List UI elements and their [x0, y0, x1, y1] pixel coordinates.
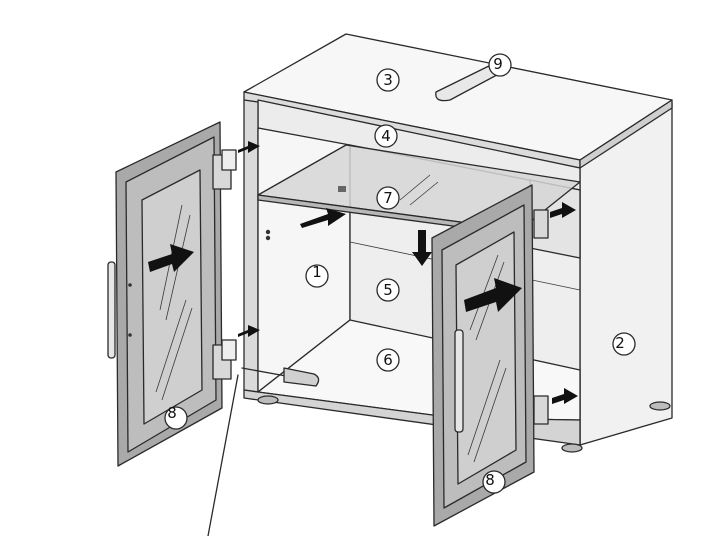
- callout-label: 9: [493, 55, 503, 73]
- hinge: [533, 395, 549, 425]
- top-right-edge: [579, 99, 673, 169]
- callout-label: 7: [383, 189, 393, 207]
- callout-label: 2: [615, 334, 625, 352]
- right-door-glass: [455, 231, 517, 485]
- glass-reflection: [409, 181, 439, 206]
- callout-8-right: 8: [482, 470, 506, 494]
- hinge-plate: [221, 339, 237, 361]
- shelf-support: [338, 186, 346, 192]
- shelf-pin: [265, 235, 271, 241]
- callout-8-left: 8: [164, 404, 188, 430]
- callout-5: 5: [376, 278, 400, 302]
- callout-label: 4: [381, 127, 391, 145]
- hinge-plate: [221, 149, 237, 171]
- arrow-icon: [238, 141, 260, 153]
- leader-line: [207, 374, 239, 536]
- callout-label: 8: [167, 404, 177, 422]
- arrow-icon: [300, 208, 346, 228]
- foot: [561, 443, 583, 453]
- right-door-handle: [454, 329, 464, 433]
- screwdriver-shaft: [241, 367, 287, 377]
- arrow-icon: [238, 325, 260, 337]
- callout-1: 1: [305, 263, 329, 288]
- callout-6: 6: [376, 348, 400, 372]
- screwdriver: [207, 367, 320, 536]
- callout-label: 1: [312, 263, 322, 281]
- arrow-icon: [148, 244, 194, 272]
- hinge: [533, 209, 549, 239]
- callout-label: 3: [383, 71, 393, 89]
- assembly-arrows: [148, 141, 578, 404]
- callout-3: 3: [376, 68, 400, 92]
- left-door-handle: [107, 261, 116, 359]
- arrow-icon: [552, 388, 578, 404]
- callout-label: 8: [485, 471, 495, 489]
- callout-label: 6: [383, 351, 393, 369]
- foot: [257, 395, 279, 405]
- glass-reflection: [399, 174, 431, 201]
- arrow-icon: [550, 202, 576, 218]
- callout-label: 5: [383, 281, 393, 299]
- left-door-glass: [141, 169, 203, 425]
- callout-9: 9: [488, 53, 512, 77]
- callout-4: 4: [374, 124, 398, 148]
- callout-2: 2: [612, 332, 636, 356]
- foot: [649, 401, 671, 411]
- arrow-icon: [464, 278, 522, 312]
- left-door: [107, 121, 237, 467]
- shelf-pin: [265, 229, 271, 235]
- arrow-icon: [412, 230, 432, 266]
- callout-7: 7: [376, 186, 400, 210]
- screwdriver-handle: [283, 367, 320, 387]
